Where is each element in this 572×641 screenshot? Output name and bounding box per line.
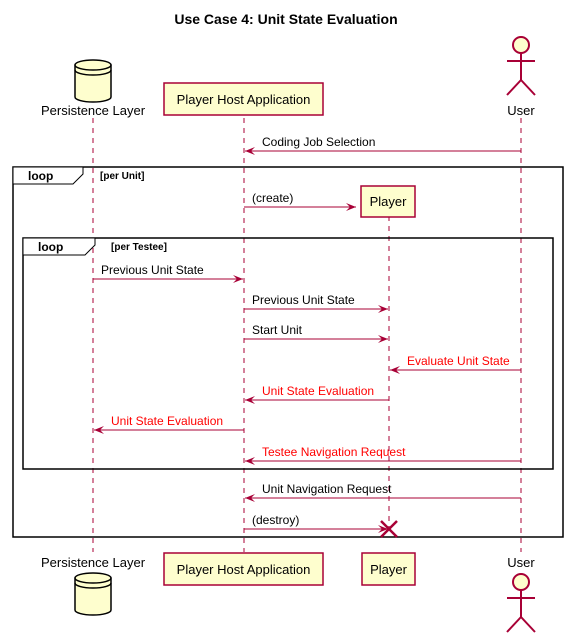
- arrowhead-icon: [245, 396, 255, 404]
- message-1: Coding Job Selection: [245, 135, 521, 155]
- participant-user-top: User: [506, 36, 536, 118]
- message-label: Start Unit: [252, 323, 303, 337]
- message-4: Previous Unit State: [244, 293, 388, 313]
- participant-user-bottom: User: [506, 555, 536, 633]
- loop-keyword: loop: [38, 240, 63, 254]
- loop-per-unit: loop [per Unit]: [12, 166, 564, 538]
- participant-box: [361, 552, 416, 586]
- arrowhead-icon: [94, 426, 104, 434]
- participant-box: [360, 185, 416, 218]
- participant-label: User: [507, 103, 535, 118]
- loop-label-tab: [22, 237, 96, 256]
- message-3: Previous Unit State: [93, 263, 243, 283]
- message-label: Testee Navigation Request: [262, 445, 406, 459]
- message-label: Unit State Evaluation: [262, 384, 374, 398]
- arrowhead-icon: [378, 335, 388, 343]
- arrowhead-icon: [378, 525, 388, 533]
- arrowhead-icon: [390, 366, 400, 374]
- message-10: Unit Navigation Request: [245, 482, 521, 502]
- loop-per-testee: loop [per Testee]: [22, 237, 554, 470]
- message-label: Unit Navigation Request: [262, 482, 392, 496]
- message-11: (destroy): [244, 513, 398, 538]
- message-5: Start Unit: [244, 323, 388, 343]
- participant-label: User: [507, 555, 535, 570]
- participant-label: Persistence Layer: [41, 555, 146, 570]
- actor-icon: [506, 573, 536, 633]
- message-6: Evaluate Unit State: [390, 354, 521, 374]
- participant-host-top: Player Host Application: [163, 82, 324, 116]
- message-label: Evaluate Unit State: [407, 354, 510, 368]
- loop-frame: [12, 166, 564, 538]
- loop-condition: [per Testee]: [111, 242, 167, 253]
- arrowhead-icon: [346, 203, 356, 211]
- participant-label: Player Host Application: [177, 92, 311, 107]
- arrowhead-icon: [378, 305, 388, 313]
- arrowhead-icon: [245, 494, 255, 502]
- arrowhead-icon: [233, 275, 243, 283]
- participant-label: Player: [370, 562, 408, 577]
- participant-host-bottom: Player Host Application: [163, 552, 324, 586]
- loop-frame: [22, 237, 554, 470]
- actor-icon: [506, 36, 536, 96]
- message-label: (create): [252, 191, 293, 205]
- participant-label: Persistence Layer: [41, 103, 146, 118]
- message-label: Previous Unit State: [252, 293, 355, 307]
- participant-persistence-bottom: Persistence Layer: [41, 555, 146, 616]
- message-7: Unit State Evaluation: [245, 384, 389, 404]
- database-icon: [74, 59, 112, 103]
- destroy-icon: [380, 520, 398, 538]
- message-9: Testee Navigation Request: [245, 445, 521, 465]
- participant-label: Player Host Application: [177, 562, 311, 577]
- arrowhead-icon: [245, 457, 255, 465]
- diagram-title: Use Case 4: Unit State Evaluation: [174, 11, 397, 27]
- participant-player-bottom: Player: [361, 552, 416, 586]
- participant-persistence-top: Persistence Layer: [41, 59, 146, 118]
- loop-label-tab: [12, 166, 84, 185]
- loop-condition: [per Unit]: [100, 171, 144, 182]
- participant-box: [163, 82, 324, 116]
- participant-box: [163, 552, 324, 586]
- messages: Coding Job Selection (create) Previous Uni…: [93, 135, 521, 538]
- participant-player-created: Player: [360, 185, 416, 218]
- database-icon: [74, 572, 112, 616]
- message-label: Coding Job Selection: [262, 135, 375, 149]
- participant-label: Player: [370, 194, 408, 209]
- message-label: Previous Unit State: [101, 263, 204, 277]
- lifelines: [92, 118, 522, 552]
- message-label: Unit State Evaluation: [111, 414, 223, 428]
- message-2: (create): [244, 191, 356, 211]
- message-label: (destroy): [252, 513, 299, 527]
- message-8: Unit State Evaluation: [94, 414, 244, 434]
- arrowhead-icon: [245, 147, 255, 155]
- loop-keyword: loop: [28, 169, 53, 183]
